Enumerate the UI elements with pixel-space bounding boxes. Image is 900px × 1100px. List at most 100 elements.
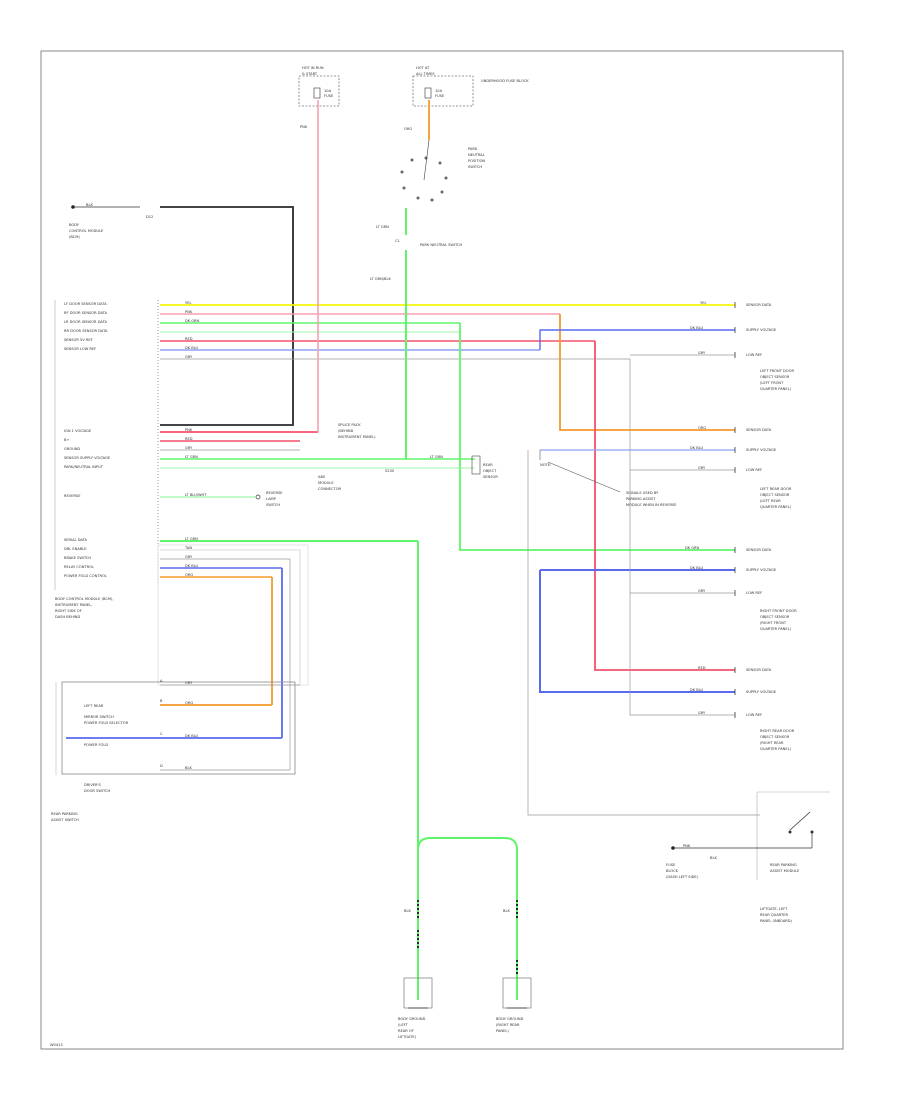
low-wire-ltgrn: LT GRN [185, 537, 198, 541]
ground-left-line-1: (LEFT [398, 1023, 409, 1027]
low-wire-blu: DK BLU [185, 564, 199, 568]
rs-wire-gry-4: GRY [698, 711, 706, 715]
mirror-switch-box [61, 681, 296, 775]
fuse-group-right: HOT AT ALL TIMES 10A FUSE UNDERHOOD FUSE… [404, 66, 529, 131]
rs-wire-gry-3: GRY [698, 589, 706, 593]
br-module-line-0: REAR PARKING [770, 863, 797, 867]
module-pin-bottom-4: POWER FOLD CONTROL [64, 574, 107, 578]
module-box-line-0: BODY [69, 223, 80, 227]
rs-wire-gry-2: GRY [698, 466, 706, 470]
switch-label-2: POSITION [468, 159, 485, 163]
reverse-label-0: REVERSE [266, 491, 283, 495]
rs-wire-yel: YEL [700, 301, 706, 305]
fuse-left-wire: PNK [300, 125, 308, 129]
module-box-line-1: CONTROL MODULE [69, 229, 104, 233]
ground-right-line-1: (RIGHT REAR [496, 1023, 520, 1027]
door-sensor-3: SENSOR DATA SUPPLY VOLTAGE LOW REF RIGHT… [746, 668, 795, 751]
door-0-title: LEFT FRONT DOOR [760, 369, 794, 373]
mirror-code-a: A [160, 679, 163, 683]
footer-code: W0413 [50, 1043, 63, 1047]
mirror-code-c: C [160, 732, 163, 736]
module-pin-bottom-3: RELAY CONTROL [64, 565, 94, 569]
mirror-code-b: B [160, 699, 163, 703]
note-line-1: SIGNALS USED BY [626, 491, 659, 495]
door-2-pin-1: SUPPLY VOLTAGE [746, 568, 777, 572]
fuse-right-icon [424, 87, 432, 99]
fuse-right-title: HOT AT [416, 66, 430, 70]
br-module-line-1: ASSIST MODULE [770, 869, 800, 873]
door-0-line-2: QUARTER PANEL) [760, 387, 792, 391]
door-2-line-1: (RIGHT FRONT [760, 621, 787, 625]
door-2-title: RIGHT FRONT DOOR [760, 609, 797, 613]
module-pin-mid-1: B+ [64, 438, 69, 442]
ground-right-line-0: BODY GROUND [496, 1017, 524, 1021]
low-wire-org: ORG [185, 573, 193, 577]
door-2-pin-2: LOW REF [746, 591, 762, 595]
door-1-line-1: (LEFT REAR [760, 499, 781, 503]
door-0-line-1: (LEFT FRONT [760, 381, 784, 385]
switch-wire-bottom: LT GRN/BLK [370, 277, 391, 281]
reverse-label-2: SWITCH [266, 503, 280, 507]
mirror-title: LEFT REAR [84, 704, 104, 708]
cruise-label-1: MODULE [318, 481, 334, 485]
mirror-wire-0: GRY [185, 681, 193, 685]
splice-center-line-1: (BEHIND [338, 429, 354, 433]
ground-wire-right: BLK [503, 909, 510, 913]
reverse-wire: LT BLU/WHT [185, 493, 207, 497]
mirror-wire-3: BLK [185, 766, 192, 770]
mid-wire-pnk: PNK [185, 428, 193, 432]
mirror-box-line-1: DOOR SWITCH [84, 789, 110, 793]
note-line-2: PARKING ASSIST [626, 497, 656, 501]
module-pin-bottom-2: BRAKE SWITCH [64, 556, 91, 560]
ground-left-line-0: BODY GROUND [398, 1017, 426, 1021]
module-sub-label-1: INSTRUMENT PANEL, [55, 603, 92, 607]
br-caption-2: PANEL (INBOARD) [760, 919, 793, 923]
door-2-pin-0: SENSOR DATA [746, 548, 772, 552]
door-3-title: RIGHT REAR DOOR [760, 729, 795, 733]
module-sub-label-0: BODY CONTROL MODULE (BCM), [55, 597, 114, 601]
rs-wire-red: RED [698, 666, 706, 670]
br-fuse-line-2: (DASH LEFT SIDE) [666, 875, 699, 879]
wire-label-green: DK GRN [185, 319, 200, 323]
ground-wire-left: BLK [404, 909, 411, 913]
splice-center-pin: S200 [385, 469, 395, 473]
mirror-wire-1: ORG [185, 701, 193, 705]
door-1-line-2: QUARTER PANEL) [760, 505, 792, 509]
cruise-label-2: CONNECTOR [318, 487, 342, 491]
module-ground-pin: D12 [146, 215, 153, 219]
door-3-pin-2: LOW REF [746, 713, 762, 717]
rear-sensor-line-1: OBJECT [483, 469, 497, 473]
door-1-pin-0: SENSOR DATA [746, 428, 772, 432]
note-line-3: MODULE WHEN IN REVERSE [626, 503, 677, 507]
wire-label-yellow: YEL [185, 301, 191, 305]
br-fuse-line-0: FUSE [666, 863, 676, 867]
diagram-frame [40, 50, 844, 1050]
module-pin-top-0: LF DOOR SENSOR DATA [64, 302, 107, 306]
fuse-right-fuse-label: FUSE [435, 94, 445, 98]
door-3-pin-0: SENSOR DATA [746, 668, 772, 672]
door-3-line-2: QUARTER PANEL) [760, 747, 792, 751]
mid-wire-ltgrn: LT GRN [185, 455, 198, 459]
mid-wire-ltgrn-2: LT GRN [430, 455, 443, 459]
door-3-line-1: (RIGHT REAR [760, 741, 784, 745]
cruise-label-0: ABS [318, 475, 326, 479]
splice-center-line-0: SPLICE PACK [338, 423, 361, 427]
mirror-code-d: D [160, 764, 163, 768]
module-sub-label-3: DASH BEHIND [55, 615, 80, 619]
door-2-line-2: QUARTER PANEL) [760, 627, 792, 631]
note-line-0: NOTE: [540, 463, 551, 467]
door-sensor-0: SENSOR DATA SUPPLY VOLTAGE LOW REF LEFT … [746, 303, 794, 391]
fuse-left-sub: & START [302, 72, 318, 76]
br-caption-0: LIFTGATE, LEFT [760, 907, 788, 911]
module-pin-mid-4: PARK/NEUTRAL INPUT [64, 465, 104, 469]
switch-connector-label: PARK NEUTRAL SWITCH [420, 243, 463, 247]
rs-wire-gry-1: GRY [698, 351, 706, 355]
module-pin-bottom-1: DRL ENABLE [64, 547, 87, 551]
fuse-left-fuse-label: FUSE [324, 94, 334, 98]
mirror-caption-1: ASSIST SWITCH [51, 818, 79, 822]
mirror-pin-1: POWER FOLD SELECTOR [84, 721, 129, 725]
module-pin-top-2: LR DOOR SENSOR DATA [64, 320, 107, 324]
door-3-pin-1: SUPPLY VOLTAGE [746, 690, 777, 694]
ground-right-icon [502, 977, 532, 1009]
